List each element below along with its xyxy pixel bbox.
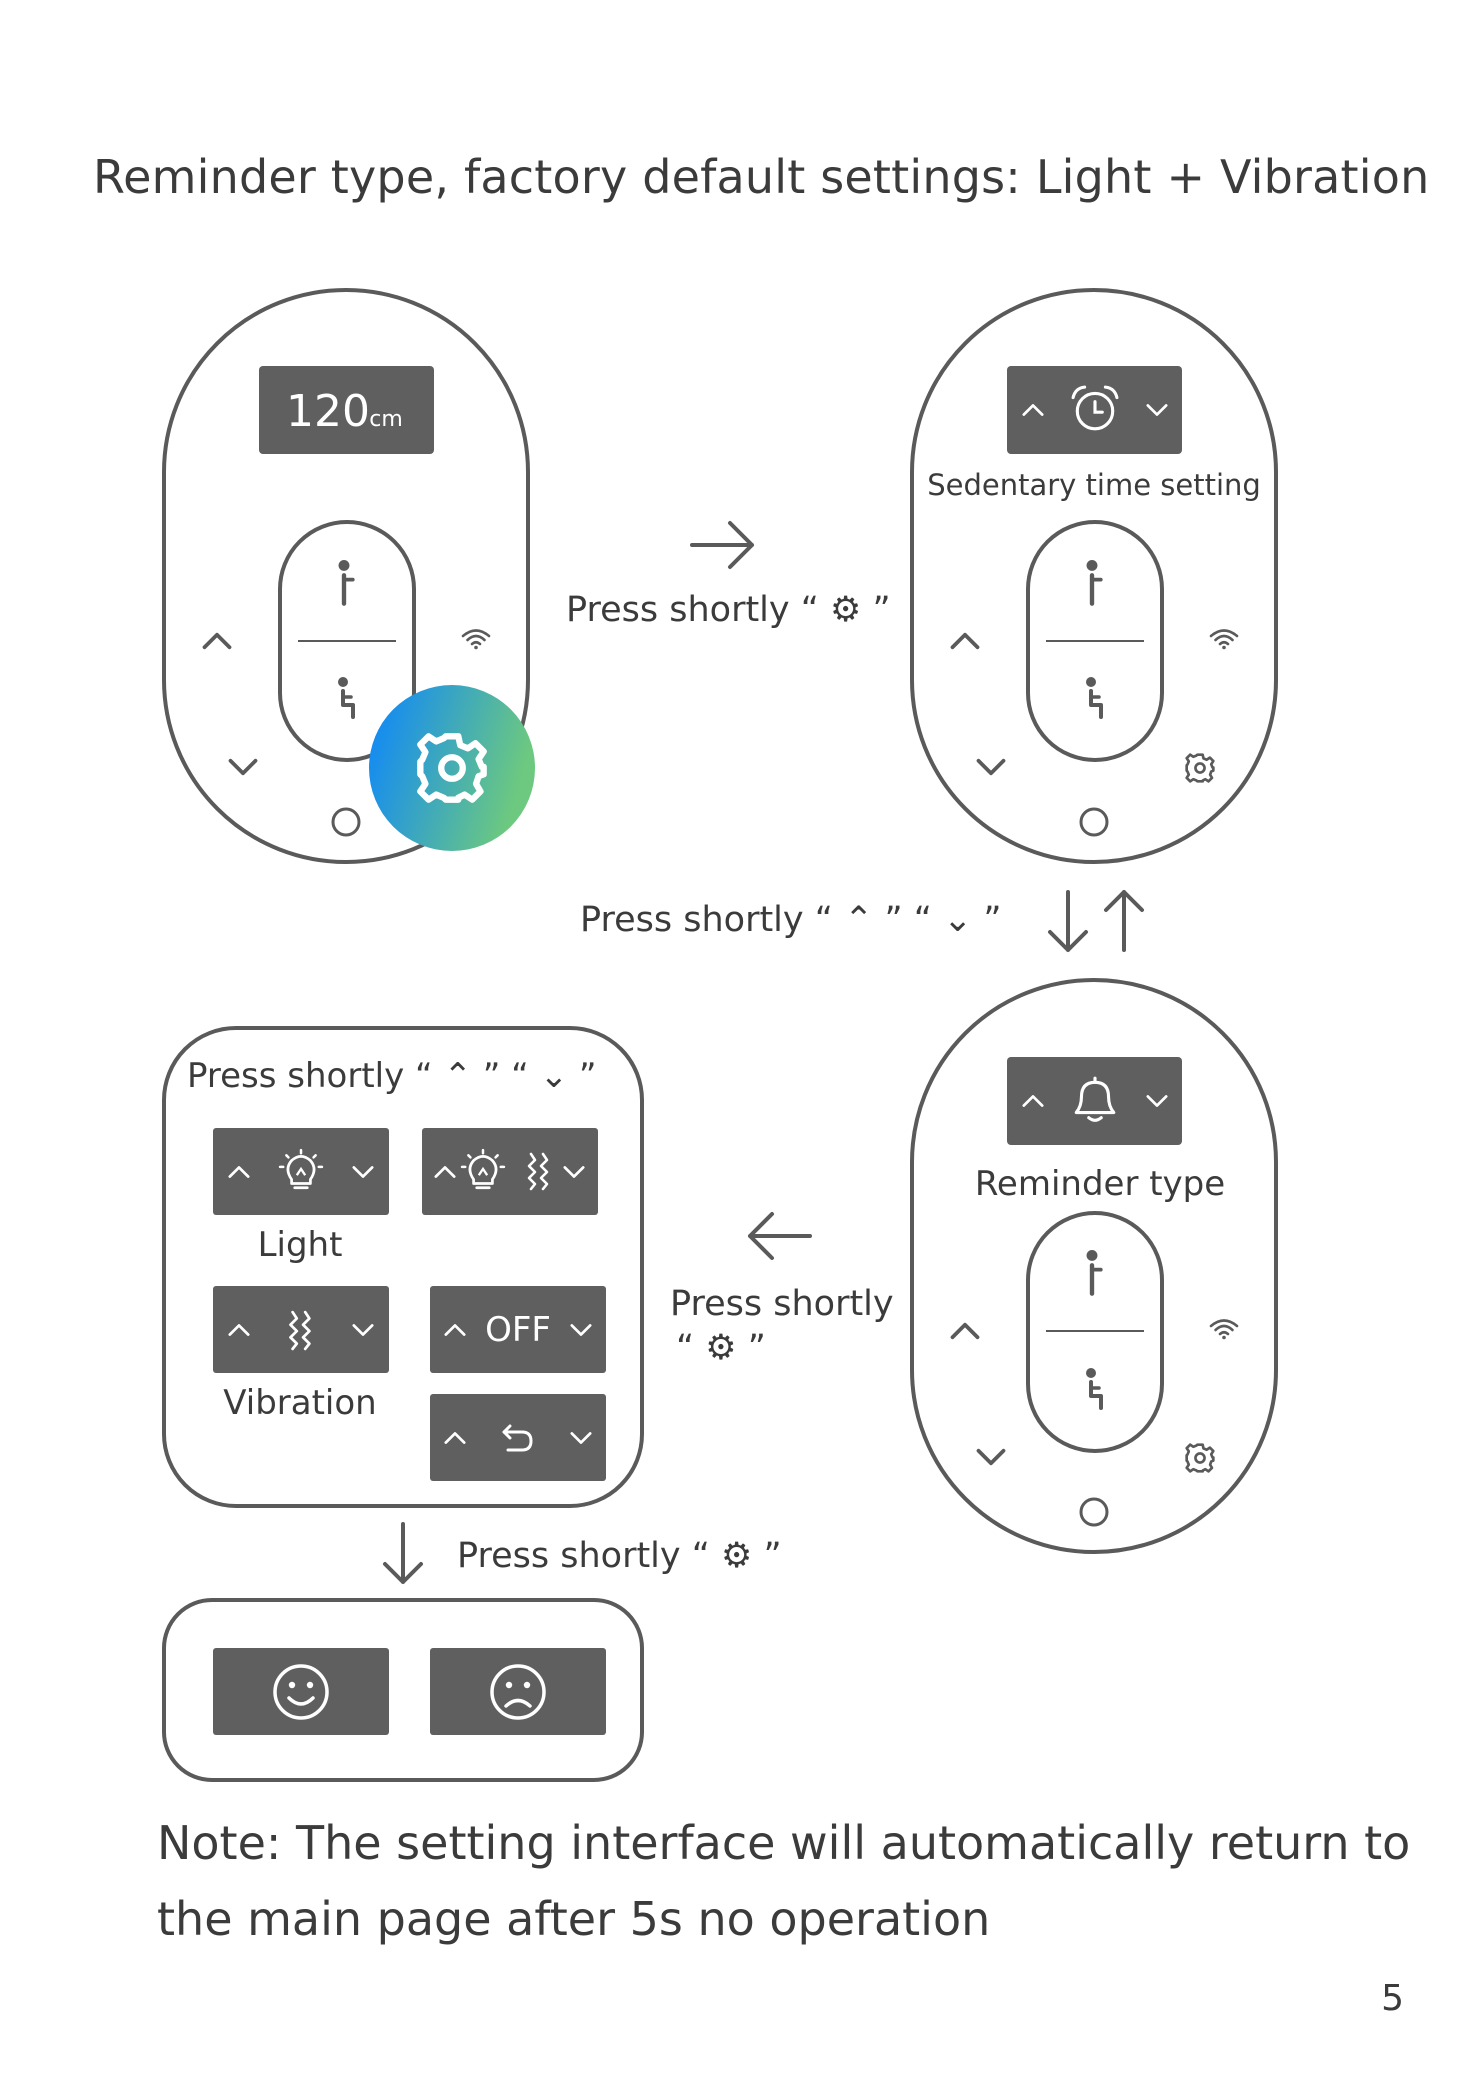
chevron-down-icon[interactable]: [976, 758, 1006, 776]
gear-icon[interactable]: [1185, 753, 1215, 783]
option-off[interactable]: [430, 1286, 606, 1373]
controller-outline: [910, 288, 1278, 864]
standing-icon: [1087, 560, 1101, 604]
chevron-down-icon[interactable]: [228, 758, 258, 776]
gear-icon[interactable]: [1185, 1443, 1215, 1473]
main-controller-panel: 120 cm: [162, 288, 535, 864]
reminder-display: [1007, 1057, 1182, 1145]
chevron-up-icon[interactable]: [950, 1322, 980, 1340]
chevron-up-icon[interactable]: [202, 632, 232, 650]
height-unit: cm: [369, 407, 403, 432]
wifi-icon: [461, 629, 491, 651]
instruction-press-shortly: Press shortly: [670, 1284, 894, 1324]
instruction-press-gear-confirm: Press shortly “ ⚙ ”: [457, 1536, 782, 1576]
option-light[interactable]: [213, 1128, 389, 1215]
option-return[interactable]: [430, 1394, 606, 1481]
page-number: 5: [1381, 1978, 1404, 2019]
height-value: 120: [286, 386, 370, 437]
chevron-up-icon[interactable]: [950, 632, 980, 650]
sitting-icon: [1086, 677, 1101, 717]
standing-icon: [1087, 1250, 1101, 1294]
sitting-icon: [338, 677, 353, 717]
instruction-press-up-down: Press shortly “ ⌃ ” “ ⌄ ”: [580, 900, 1002, 940]
confirmation-box: [162, 1598, 644, 1782]
sitting-icon: [1086, 1368, 1101, 1408]
off-label: OFF: [485, 1310, 551, 1350]
sedentary-label: Sedentary time setting: [927, 468, 1261, 502]
chevron-down-icon[interactable]: [976, 1448, 1006, 1466]
success-display: [213, 1648, 389, 1735]
controller-outline: [162, 288, 530, 864]
reminder-options-box: OFF Light Vibration: [162, 1026, 644, 1508]
stand-sit-switch[interactable]: [278, 520, 416, 762]
standing-icon: [339, 560, 353, 604]
option-vibration[interactable]: [213, 1286, 389, 1373]
power-button[interactable]: [1079, 1497, 1109, 1527]
power-button[interactable]: [1079, 807, 1109, 837]
options-outline: [162, 1026, 644, 1508]
arrow-down-icon: [383, 1522, 423, 1584]
page-title: Reminder type, factory default settings:…: [93, 150, 1430, 204]
power-button[interactable]: [331, 807, 361, 837]
highlighted-gear-button[interactable]: [369, 685, 535, 851]
instruction-press-gear: Press shortly “ ⚙ ”: [566, 590, 891, 630]
wifi-icon: [1209, 629, 1239, 651]
option-light-vibration[interactable]: [422, 1128, 598, 1215]
instruction-gear-symbol: “ ⚙ ”: [676, 1328, 766, 1368]
confirmation-outline: [162, 1598, 644, 1782]
stand-sit-switch[interactable]: [1026, 1211, 1164, 1453]
stand-sit-switch[interactable]: [1026, 520, 1164, 762]
reminder-type-label: Reminder type: [975, 1164, 1225, 1204]
failure-display: [430, 1648, 606, 1735]
sedentary-panel: Sedentary time setting: [910, 288, 1278, 864]
light-label: Light: [258, 1225, 343, 1265]
arrows-up-down-icon: [1048, 890, 1144, 952]
arrow-left-icon: [748, 1212, 812, 1260]
arrow-right-icon: [690, 521, 754, 569]
controller-outline: [910, 978, 1278, 1554]
note-text: Note: The setting interface will automat…: [157, 1816, 1411, 1946]
reminder-type-panel: Reminder type: [910, 978, 1278, 1554]
instruction-press-up-down-options: Press shortly “ ⌃ ” “ ⌄ ”: [187, 1056, 597, 1096]
height-display: [259, 366, 434, 454]
vibration-label: Vibration: [223, 1383, 376, 1423]
wifi-icon: [1209, 1319, 1239, 1341]
